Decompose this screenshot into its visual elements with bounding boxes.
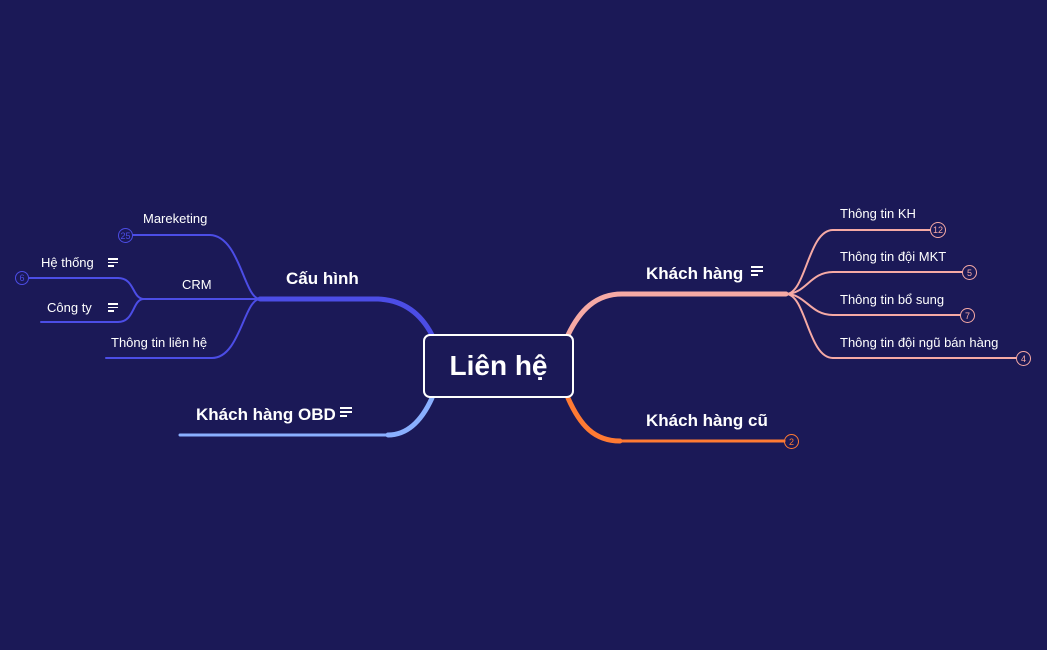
mareketing-link [209, 234, 261, 300]
topic-cau-hinh[interactable]: Cấu hình [286, 269, 359, 288]
topic-cong-ty[interactable]: Công ty [47, 300, 92, 315]
thong-tin-kh-link [785, 229, 834, 295]
thong-tin-kh-count: 12 [932, 225, 943, 235]
topic-thong-tin-doi-mkt[interactable]: Thông tin đội MKT [840, 249, 947, 264]
cong-ty-link [117, 298, 145, 323]
thong-tin-lien-he-link [211, 298, 261, 359]
thong-tin-doi-ngu-ban-hang-collapsed-count[interactable]: 4 [1016, 351, 1031, 366]
khach-hang-connectors [565, 229, 1017, 359]
khach-hang-cu-trunk [565, 395, 623, 444]
thong-tin-doi-mkt-count: 5 [966, 267, 972, 278]
he-thong-count: 6 [19, 273, 25, 283]
khach-hang-cu-collapsed-count[interactable]: 2 [784, 434, 799, 449]
topic-thong-tin-bo-sung[interactable]: Thông tin bổ sung [840, 292, 945, 307]
khach-hang-cu-connectors [565, 395, 786, 444]
thong-tin-doi-ngu-ban-hang-count: 4 [1020, 353, 1026, 364]
root-topic-label: Liên hệ [449, 350, 548, 381]
khach-hang-obd-trunk [385, 395, 435, 438]
he-thong-note-icon[interactable] [108, 258, 118, 267]
topic-crm[interactable]: CRM [182, 277, 212, 292]
topic-he-thong[interactable]: Hệ thống [41, 255, 94, 270]
root-topic[interactable]: Liên hệ [423, 334, 574, 398]
topic-khach-hang[interactable]: Khách hàng [646, 264, 744, 283]
thong-tin-bo-sung-collapsed-count[interactable]: 7 [960, 308, 975, 323]
khach-hang-obd-note-icon[interactable] [340, 407, 352, 417]
topic-khach-hang-cu[interactable]: Khách hàng cũ [646, 411, 768, 430]
thong-tin-doi-mkt-link [785, 271, 834, 295]
he-thong-link [117, 277, 145, 300]
khach-hang-trunk [565, 291, 625, 338]
mareketing-count: 25 [120, 230, 131, 241]
thong-tin-bo-sung-count: 7 [964, 310, 970, 321]
he-thong-collapsed-count[interactable]: 6 [15, 271, 29, 285]
mareketing-collapsed-count[interactable]: 25 [118, 228, 133, 243]
khach-hang-obd-connectors [178, 395, 435, 438]
cong-ty-note-icon[interactable] [108, 303, 118, 312]
topic-thong-tin-doi-ngu-ban-hang[interactable]: Thông tin đội ngũ bán hàng [840, 335, 999, 350]
topic-thong-tin-kh[interactable]: Thông tin KH [840, 206, 916, 221]
khach-hang-note-icon[interactable] [751, 266, 763, 276]
thong-tin-doi-mkt-collapsed-count[interactable]: 5 [962, 265, 977, 280]
cau-hinh-trunk [375, 296, 435, 338]
topic-khach-hang-obd[interactable]: Khách hàng OBD [196, 405, 336, 424]
topic-thong-tin-lien-he[interactable]: Thông tin liên hệ [111, 335, 208, 350]
thong-tin-doi-ngu-ban-hang-link [785, 293, 834, 359]
topic-mareketing[interactable]: Mareketing [143, 211, 208, 226]
cau-hinh-connectors [28, 234, 435, 359]
thong-tin-kh-collapsed-count[interactable]: 12 [930, 222, 946, 238]
khach-hang-cu-count: 2 [788, 436, 794, 447]
